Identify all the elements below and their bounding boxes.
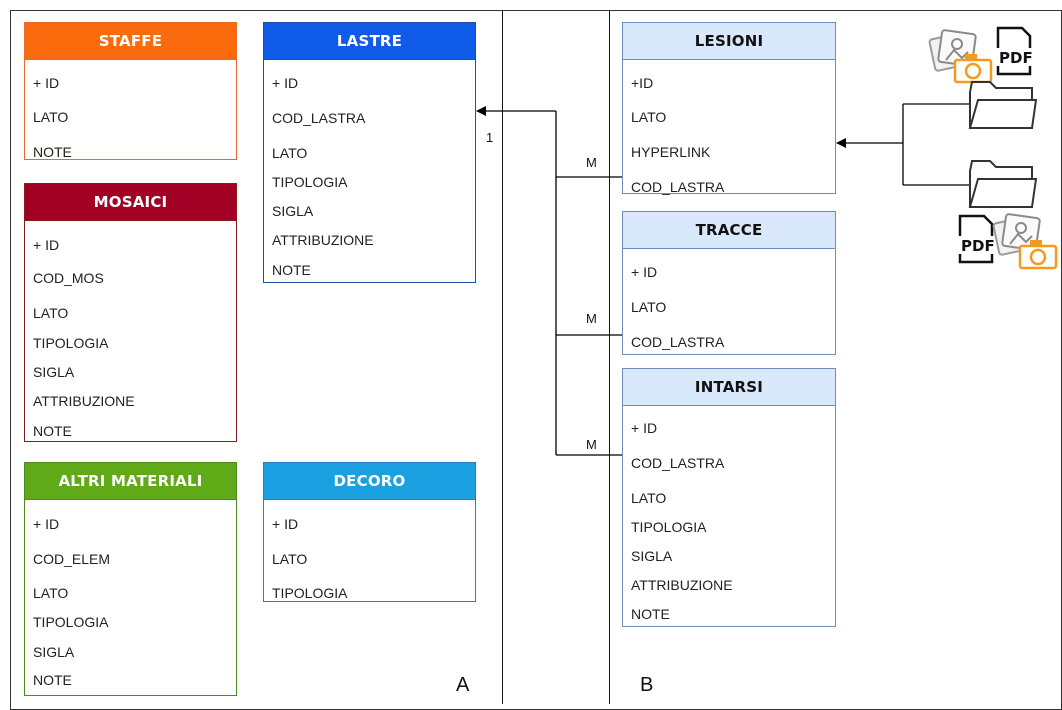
field-sigla: SIGLA xyxy=(33,644,75,660)
camera-icon xyxy=(1018,240,1058,270)
field-lato: LATO xyxy=(33,305,69,321)
field-note: NOTE xyxy=(33,672,72,688)
field-tipologia: TIPOLOGIA xyxy=(33,614,109,630)
field-cod-lastra: COD_LASTRA xyxy=(631,179,725,195)
field-sigla: SIGLA xyxy=(33,364,75,380)
table-staffe-header: STAFFE xyxy=(25,23,236,60)
table-decoro: DECORO + ID LATO TIPOLOGIA xyxy=(263,462,476,602)
table-intarsi-header: INTARSI xyxy=(623,369,835,406)
field-tipologia: TIPOLOGIA xyxy=(631,519,707,535)
field-lato: LATO xyxy=(272,145,308,161)
field-lato: LATO xyxy=(272,551,308,567)
cardinality-one: 1 xyxy=(486,130,494,145)
table-mosaici: MOSAICI + ID COD_MOS LATO TIPOLOGIA SIGLA ATT… xyxy=(24,183,237,442)
field-id: + ID xyxy=(631,420,658,436)
table-altri-materiali: ALTRI MATERIALI + ID COD_ELEM LATO TIPOLOGI… xyxy=(24,462,237,696)
cardinality-many-tracce: M xyxy=(586,311,597,326)
table-lesioni-header: LESIONI xyxy=(623,23,835,60)
field-note: NOTE xyxy=(272,262,311,278)
field-id: +ID xyxy=(631,75,654,91)
pdf-file-icon: PDF xyxy=(996,26,1034,76)
field-note: NOTE xyxy=(33,423,72,439)
field-cod-mos: COD_MOS xyxy=(33,270,104,286)
panel-label-a: A xyxy=(456,674,470,696)
relation-lines xyxy=(555,111,622,456)
folder-icon xyxy=(968,81,1038,129)
table-tracce-header: TRACCE xyxy=(623,212,835,249)
field-note: NOTE xyxy=(33,144,72,160)
divider-b xyxy=(609,10,610,704)
field-id: + ID xyxy=(272,516,299,532)
svg-text:PDF: PDF xyxy=(961,237,995,255)
folder-icon xyxy=(968,160,1038,208)
field-id: + ID xyxy=(33,75,60,91)
field-lato: LATO xyxy=(631,490,667,506)
table-altri-materiali-header: ALTRI MATERIALI xyxy=(25,463,236,500)
field-lato: LATO xyxy=(631,299,667,315)
field-hyperlink: HYPERLINK xyxy=(631,144,711,160)
table-intarsi: INTARSI + ID COD_LASTRA LATO TIPOLOGIA SIGLA… xyxy=(622,368,836,627)
field-lato: LATO xyxy=(33,109,69,125)
table-mosaici-header: MOSAICI xyxy=(25,184,236,221)
cardinality-many-intarsi: M xyxy=(586,437,597,452)
field-tipologia: TIPOLOGIA xyxy=(272,174,348,190)
field-lato: LATO xyxy=(33,585,69,601)
field-lato: LATO xyxy=(631,109,667,125)
field-cod-lastra: COD_LASTRA xyxy=(631,334,725,350)
field-cod-elem: COD_ELEM xyxy=(33,551,111,567)
pdf-file-icon: PDF xyxy=(958,214,996,264)
file-link-lines xyxy=(902,103,970,186)
field-cod-lastra: COD_LASTRA xyxy=(631,455,725,471)
svg-text:PDF: PDF xyxy=(999,49,1033,67)
table-tracce: TRACCE + ID LATO COD_LASTRA xyxy=(622,211,836,355)
field-sigla: SIGLA xyxy=(272,203,314,219)
field-attribuzione: ATTRIBUZIONE xyxy=(33,393,135,409)
field-id: + ID xyxy=(272,75,299,91)
field-attribuzione: ATTRIBUZIONE xyxy=(631,577,733,593)
field-tipologia: TIPOLOGIA xyxy=(33,335,109,351)
field-id: + ID xyxy=(631,264,658,280)
field-cod-lastra: COD_LASTRA xyxy=(272,110,366,126)
field-id: + ID xyxy=(33,237,60,253)
divider-a xyxy=(502,10,503,704)
table-decoro-header: DECORO xyxy=(264,463,475,500)
table-lastre: LASTRE + ID COD_LASTRA LATO TIPOLOGIA SIGLA A… xyxy=(263,22,476,283)
field-id: + ID xyxy=(33,516,60,532)
panel-label-b: B xyxy=(640,674,654,696)
field-attribuzione: ATTRIBUZIONE xyxy=(272,232,374,248)
table-staffe: STAFFE + ID LATO NOTE xyxy=(24,22,237,160)
table-lastre-header: LASTRE xyxy=(264,23,475,60)
cardinality-many-lesioni: M xyxy=(586,155,597,170)
table-lesioni: LESIONI +ID LATO HYPERLINK COD_LASTRA xyxy=(622,22,836,195)
field-sigla: SIGLA xyxy=(631,548,673,564)
field-note: NOTE xyxy=(631,606,670,622)
field-tipologia: TIPOLOGIA xyxy=(272,585,348,601)
